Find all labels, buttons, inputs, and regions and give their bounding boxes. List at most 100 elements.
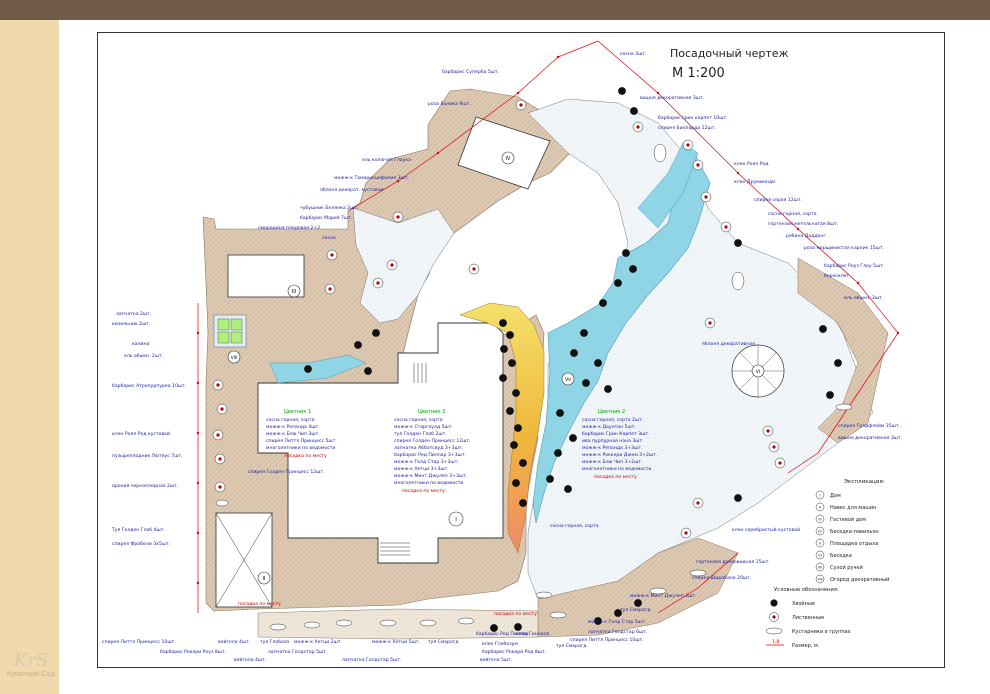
svg-text:вишня декоративная 3шт.: вишня декоративная 3шт. — [640, 95, 704, 101]
note-plant-in-place-south: посадка по месту — [494, 612, 537, 617]
svg-text:посадка по месту: посадка по месту — [594, 475, 637, 480]
svg-text:Беседка-павильон: Беседка-павильон — [830, 529, 879, 535]
zone-guest-house-label: III — [292, 289, 296, 295]
svg-text:барбарис Грин Карпет 3шт.: барбарис Грин Карпет 3шт. — [582, 431, 650, 437]
svg-text:Кустарники в группах: Кустарники в группах — [792, 629, 851, 635]
planting-plan-frame: I II III IV V VII VI VIII — [97, 32, 945, 668]
svg-text:кизильник 2шт.: кизильник 2шт. — [112, 321, 150, 327]
zone-marker-pavilion — [501, 151, 515, 165]
plant-annotation-labels: барбарис Суперба 5шт. роза Боника 9шт. е… — [102, 51, 902, 663]
svg-text:многолетники по ведомости: многолетники по ведомости — [394, 481, 463, 486]
top-header-bar — [0, 0, 990, 20]
svg-text:спирея Голдфлейм 35шт.: спирея Голдфлейм 35шт. — [838, 422, 900, 429]
gazebo-umbrella — [731, 344, 785, 398]
svg-text:можж-к Старгоулд 5шт.: можж-к Старгоулд 5шт. — [394, 424, 453, 430]
svg-text:ель обыкн. 2шт.: ель обыкн. 2шт. — [124, 353, 163, 359]
legend-explication: Экспликация: I Дом II Навес для машин II… — [815, 479, 889, 584]
plan-scale: М 1:200 — [672, 66, 725, 81]
east-planting-strip — [797, 257, 889, 444]
svg-text:туя Смарагд: туя Смарагд — [556, 643, 586, 649]
zone-house-label: I — [455, 517, 457, 523]
svg-text:можж-к Репанда 3+3шт.: можж-к Репанда 3+3шт. — [582, 445, 642, 451]
flowerbed-1-note: Цветник 1 сосна горная, сорта можж-к Реп… — [266, 409, 337, 459]
svg-text:лапчатка Абботсвуд 3+3шт.: лапчатка Абботсвуд 3+3шт. — [394, 445, 463, 451]
svg-text:клен Роял Ред: клен Роял Ред — [734, 161, 769, 167]
conifer-legend-icon — [770, 599, 778, 607]
svg-text:клен Гиннала: клен Гиннала — [516, 631, 550, 637]
zone-marker-carport — [257, 571, 271, 585]
svg-text:I: I — [819, 494, 820, 498]
house-outline — [257, 322, 504, 564]
svg-text:можж-к Минт Джулеп 2шт.: можж-к Минт Джулеп 2шт. — [630, 593, 696, 599]
svg-text:спирея Литтл Принцесс 10шт.: спирея Литтл Принцесс 10шт. — [102, 639, 176, 645]
svg-text:спирея Литтл Принцесс 5шт.: спирея Литтл Принцесс 5шт. — [266, 438, 337, 444]
svg-text:рябина Доддонг: рябина Доддонг — [786, 233, 826, 239]
svg-text:можж-к Хетци 5шт.: можж-к Хетци 5шт. — [372, 639, 420, 645]
svg-text:можж-к Роккери Джем 3+2шт.: можж-к Роккери Джем 3+2шт. — [582, 452, 657, 458]
svg-text:VIII: VIII — [817, 578, 822, 582]
svg-text:спирея Литтл Принцесс 10шт.: спирея Литтл Принцесс 10шт. — [570, 637, 644, 643]
svg-text:вейгела 4шт.: вейгела 4шт. — [218, 638, 250, 645]
svg-text:смородина плодовая 2+2: смородина плодовая 2+2 — [258, 225, 320, 231]
flowerbed-1-title: Цветник 1 — [284, 409, 311, 415]
zone-marker-house — [448, 511, 464, 527]
left-decorative-bar — [0, 20, 59, 694]
svg-text:пузыреплодник Лютеус 7шт.: пузыреплодник Лютеус 7шт. — [112, 453, 182, 459]
svg-text:лапчатка 2шт.: лапчатка 2шт. — [116, 311, 151, 317]
house-stairs — [380, 363, 427, 556]
svg-text:Хвойные: Хвойные — [792, 600, 815, 607]
planting-plan-drawing: I II III IV V VII VI VIII — [102, 40, 902, 663]
svg-text:туя Смарагд: туя Смарагд — [428, 639, 458, 645]
flowerbed-3-note: Цветник 3 сосна горная, сорта можж-к Ста… — [394, 409, 471, 494]
zone-garden-label: VIII — [231, 355, 238, 360]
svg-text:туя Смарагд: туя Смарагд — [620, 607, 650, 613]
svg-text:роза Боника 9шт.: роза Боника 9шт. — [428, 101, 471, 107]
svg-text:сосна горная, сорта: сосна горная, сорта — [394, 418, 443, 423]
svg-text:можж-к Блю Чип 3+2шт.: можж-к Блю Чип 3+2шт. — [582, 459, 643, 465]
zone-pavilion-label: IV — [506, 156, 511, 162]
zone-marker-garden — [227, 350, 241, 364]
svg-text:сосна 3шт.: сосна 3шт. — [620, 51, 646, 57]
site-boundary-dimensions — [197, 40, 899, 614]
svg-text:ель обыкн. 3шт.: ель обыкн. 3шт. — [844, 295, 883, 301]
svg-text:II: II — [819, 506, 821, 510]
svg-text:спирея Фробели 3х5шт.: спирея Фробели 3х5шт. — [112, 541, 170, 547]
svg-text:гортензия метельчатая 8шт.: гортензия метельчатая 8шт. — [768, 221, 838, 227]
svg-text:спирея Голден Принцесс 12шт.: спирея Голден Принцесс 12шт. — [394, 438, 471, 444]
svg-text:Размер, м.: Размер, м. — [792, 643, 820, 649]
svg-text:туя Голден Глоб 2шт.: туя Голден Глоб 2шт. — [394, 431, 447, 437]
symbols-title: Условные обозначения: — [774, 587, 839, 593]
svg-text:Гостевой дом: Гостевой дом — [830, 516, 866, 523]
svg-text:лапчатка Голдстар 6шт.: лапчатка Голдстар 6шт. — [588, 629, 647, 635]
pavilion-outline — [457, 116, 551, 190]
planting-bed-north — [352, 207, 455, 324]
south-shrub-border — [257, 608, 539, 640]
svg-text:ива пурпурная нана 3шт.: ива пурпурная нана 3шт. — [582, 438, 644, 444]
svg-text:можж-к Минт Джулеп 3+3шт.: можж-к Минт Джулеп 3+3шт. — [394, 473, 467, 479]
svg-text:ель колючая Глаука: ель колючая Глаука — [362, 157, 411, 163]
svg-text:сосна горная, сорта: сосна горная, сорта — [266, 418, 315, 423]
plan-title: Посадочный чертеж — [670, 47, 789, 60]
svg-text:Сухой ручей: Сухой ручей — [830, 564, 863, 571]
svg-text:многолетники по ведомости: многолетники по ведомости — [582, 467, 651, 472]
flowerbed-3-title: Цветник 3 — [418, 409, 445, 415]
svg-text:сосна горная, сорта: сосна горная, сорта — [768, 212, 817, 217]
small-stream — [269, 354, 367, 384]
svg-text:спирея серая 12шт.: спирея серая 12шт. — [754, 197, 802, 203]
svg-text:барбарис Мария 7шт.: барбарис Мария 7шт. — [300, 215, 352, 221]
svg-text:спирея Голден Принцесс 12шт.: спирея Голден Принцесс 12шт. — [248, 469, 325, 475]
svg-text:лапчатка Голдстар 5шт.: лапчатка Голдстар 5шт. — [268, 649, 327, 655]
zone-dry-stream-label: VII — [565, 377, 571, 383]
svg-text:яблоня декорат. кустовая: яблоня декорат. кустовая — [320, 187, 384, 193]
svg-text:барбарис Ред Пиллар: барбарис Ред Пиллар — [476, 631, 528, 637]
svg-text:клен Роял Ред кустовой: клен Роял Ред кустовой — [112, 430, 170, 437]
conifer-symbols — [304, 87, 842, 632]
svg-text:клен Друммонди: клен Друммонди — [734, 179, 775, 185]
zone-gazebo-label: VI — [756, 369, 760, 375]
svg-text:вейгела 5шт.: вейгела 5шт. — [480, 656, 512, 663]
svg-text:можж-к Блю Чип 3шт.: можж-к Блю Чип 3шт. — [266, 431, 320, 437]
svg-text:можж-к Репанда 4шт.: можж-к Репанда 4шт. — [266, 424, 320, 430]
svg-text:барбарис Ред Пиллар 3+3шт.: барбарис Ред Пиллар 3+3шт. — [394, 452, 466, 458]
svg-text:Беседка: Беседка — [830, 553, 852, 559]
svg-text:калина: калина — [132, 342, 150, 347]
